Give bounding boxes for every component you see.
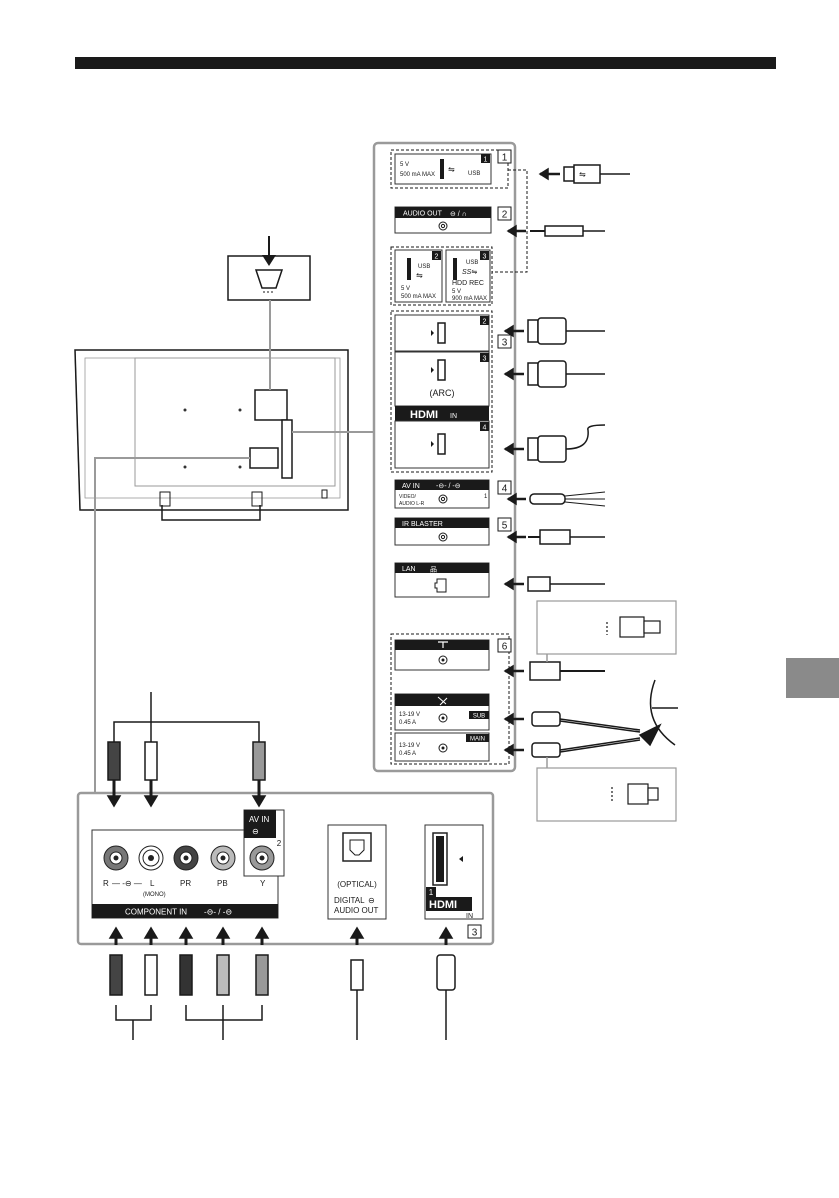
usb-3-rating-a: 900 mA MAX (452, 296, 487, 302)
svg-text:⇋: ⇋ (416, 271, 423, 280)
av-in-1-sub2: AUDIO L-R (399, 501, 425, 507)
svg-text:⊖ / ∩: ⊖ / ∩ (450, 211, 467, 218)
sat-main-label: MAIN (470, 737, 485, 743)
chapter-tab (786, 658, 839, 698)
sat-main-rating-a: 0.45 A (399, 751, 416, 757)
usb-3-hdd-rec: HDD REC (452, 280, 484, 287)
optical-out-port: (OPTICAL) DIGITAL ⊖ AUDIO OUT (327, 824, 387, 920)
group-5-badge: 5 (502, 521, 508, 532)
svg-text:SS⇋: SS⇋ (462, 269, 477, 276)
av-in-1-sub1: VIDEO/ (399, 494, 417, 500)
jack-pb-label: PB (217, 879, 228, 888)
component-av-in-block: AV IN ⊖ 2 R — -⊖ — L (MONO) PR PB Y COMP… (91, 809, 285, 919)
hdmi-arc-label: (ARC) (430, 388, 455, 398)
svg-text:1: 1 (484, 494, 488, 500)
svg-text:⇋: ⇋ (448, 165, 455, 174)
hdmi-4-badge: 4 (483, 425, 487, 432)
bottom-group-3-badge: 3 (472, 928, 478, 939)
jack-mono-label: (MONO) (143, 892, 166, 898)
group-2-badge: 2 (502, 210, 508, 221)
hdmi-in-side: IN (450, 413, 457, 420)
svg-text:⇋: ⇋ (579, 170, 586, 179)
jack-l-label: L (150, 879, 155, 888)
svg-text:-⊖- / -⊖: -⊖- / -⊖ (436, 483, 461, 490)
jack-pr-label: PR (180, 879, 191, 888)
optical-label: (OPTICAL) (337, 880, 377, 889)
jack-r-label: R (103, 879, 109, 888)
svg-text:品: 品 (430, 566, 437, 574)
usb-3-badge: 3 (483, 254, 487, 261)
sat-sub-label: SUB (473, 714, 485, 720)
hdmi-3-badge: 3 (483, 356, 487, 363)
usb-1-label: USB (468, 171, 480, 177)
group-4-badge: 4 (502, 484, 508, 495)
antenna-callout (536, 600, 677, 655)
usb-2-rating-v: 5 V (401, 286, 410, 292)
header-bar (75, 57, 776, 69)
digital-audio-out-label: AUDIO OUT (334, 906, 379, 915)
av-in-1-port: AV IN -⊖- / -⊖ VIDEO/ AUDIO L-R 1 4 (394, 479, 512, 509)
usb-1-badge: 1 (484, 157, 488, 164)
group-3-badge: 3 (502, 338, 508, 349)
audio-out-label: AUDIO OUT (403, 211, 443, 218)
audio-out-port: AUDIO OUT ⊖ / ∩ 2 (394, 206, 512, 234)
top-rca-cables (106, 692, 267, 808)
satellite-dish-icon (638, 679, 678, 747)
av-in-1-title: AV IN (402, 483, 420, 490)
svg-text:-⊖- / -⊖: -⊖- / -⊖ (204, 908, 232, 917)
usb-1-port: 5 V 500 mA MAX ⇋ USB 1 1 (390, 149, 512, 189)
svg-text:⊖: ⊖ (368, 896, 375, 905)
tv-rear (74, 236, 374, 793)
usb-2-3-ports: USB ⇋ 5 V 500 mA MAX 2 USB SS⇋ HDD REC 5… (390, 246, 493, 306)
jack-y-label: Y (260, 879, 266, 888)
usb-3-label: USB (466, 260, 478, 266)
lan-port: LAN 品 (394, 562, 490, 598)
group-1-badge: 1 (502, 153, 508, 164)
bottom-rca-cables (108, 926, 456, 1040)
sat-main-rating-v: 13-19 V (399, 743, 420, 749)
svg-text:— -⊖ —: — -⊖ — (112, 879, 142, 888)
usb-1-rating-a: 500 mA MAX (400, 172, 435, 178)
hdmi-logo-bottom: HDMI (429, 899, 457, 911)
hdmi-logo-side: HDMI (410, 409, 438, 421)
hdmi-2-badge: 2 (483, 319, 487, 326)
svg-text:2: 2 (277, 839, 282, 848)
hdmi-side-ports: 2 (ARC) 3 HDMI IN 4 3 (390, 310, 512, 473)
group-6-badge: 6 (502, 642, 508, 653)
ir-blaster-port: IR BLASTER 5 (394, 517, 512, 546)
hdmi-in-bottom: IN (466, 913, 473, 920)
usb-2-rating-a: 500 mA MAX (401, 294, 436, 300)
usb-dashed-link (492, 169, 528, 273)
lan-label: LAN (402, 566, 416, 573)
hdmi-1-badge: 1 (429, 888, 434, 897)
digital-label: DIGITAL (334, 896, 365, 905)
hdmi-1-port: 1 HDMI IN 3 (424, 824, 484, 939)
antenna-satellite-ports: 6 13-19 V 0.45 A SUB 13-19 V 0.45 A MAIN (390, 633, 512, 765)
sat-sub-rating-v: 13-19 V (399, 712, 420, 718)
usb-1-rating-v: 5 V (400, 162, 409, 168)
usb-3-rating-v: 5 V (452, 289, 461, 295)
svg-text:⊖: ⊖ (252, 827, 259, 836)
satellite-callout (536, 767, 677, 822)
sat-sub-rating-a: 0.45 A (399, 720, 416, 726)
av-in-2-title: AV IN (249, 815, 270, 824)
usb-2-badge: 2 (435, 254, 439, 261)
usb-2-label: USB (418, 264, 430, 270)
ir-blaster-label: IR BLASTER (402, 521, 443, 528)
side-cables: ⇋ (503, 164, 641, 758)
component-in-label: COMPONENT IN (125, 908, 187, 917)
